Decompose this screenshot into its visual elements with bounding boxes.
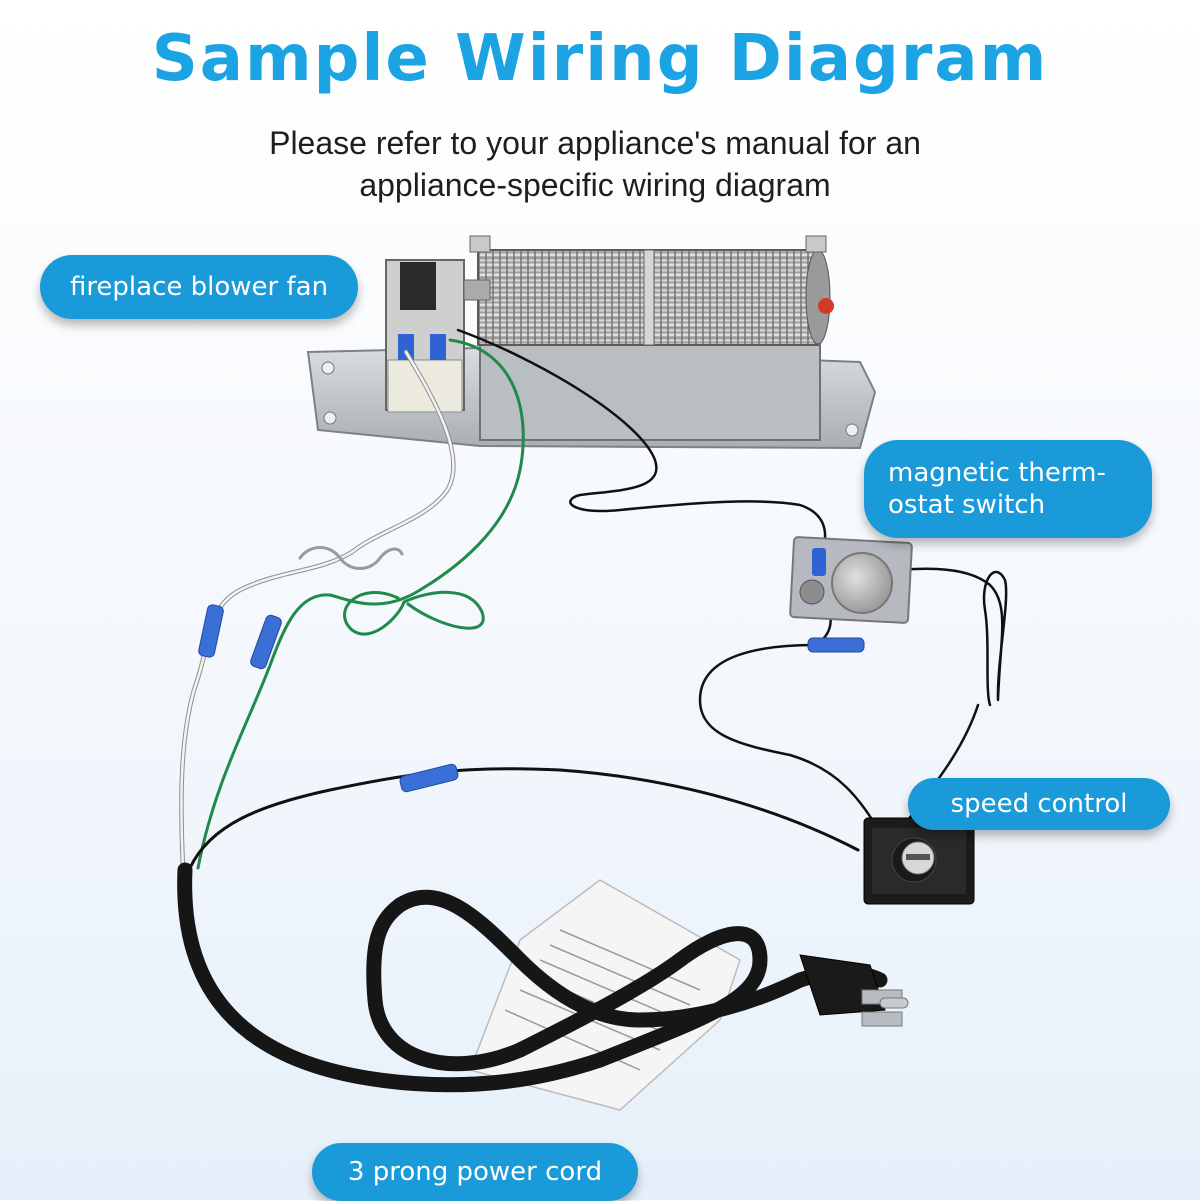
black-wire-thermostat <box>456 328 827 557</box>
label-blower-fan: fireplace blower fan <box>40 255 358 319</box>
fan-housing <box>479 339 821 441</box>
black-wire-speed <box>698 568 882 834</box>
label-speed-control-text: speed control <box>950 789 1128 819</box>
blower-fan <box>306 235 877 450</box>
label-thermostat-text: magnetic therm- ostat switch <box>888 457 1128 521</box>
green-wire <box>196 338 525 870</box>
motor-coil <box>400 262 436 310</box>
subtitle-line-2: appliance-specific wiring diagram <box>359 167 831 203</box>
power-cord <box>177 862 909 1111</box>
wire-connectors <box>198 604 865 793</box>
label-thermostat-line-1: magnetic therm- <box>888 458 1106 488</box>
label-blower-fan-text: fireplace blower fan <box>69 272 329 302</box>
subtitle-line-1: Please refer to your appliance's manual … <box>269 125 921 161</box>
thermostat-switch <box>789 536 913 624</box>
black-wire-main <box>188 767 860 870</box>
label-speed-control: speed control <box>908 778 1170 830</box>
diagram-subtitle: Please refer to your appliance's manual … <box>0 122 1190 206</box>
speed-control <box>863 817 975 905</box>
label-power-cord-text: 3 prong power cord <box>347 1157 603 1187</box>
plug <box>799 954 909 1027</box>
diagram-title: Sample Wiring Diagram <box>151 22 1049 96</box>
label-thermostat-line-2: ostat switch <box>888 490 1046 520</box>
label-power-cord: 3 prong power cord <box>312 1143 638 1201</box>
label-thermostat-switch: magnetic therm- ostat switch <box>864 440 1152 538</box>
